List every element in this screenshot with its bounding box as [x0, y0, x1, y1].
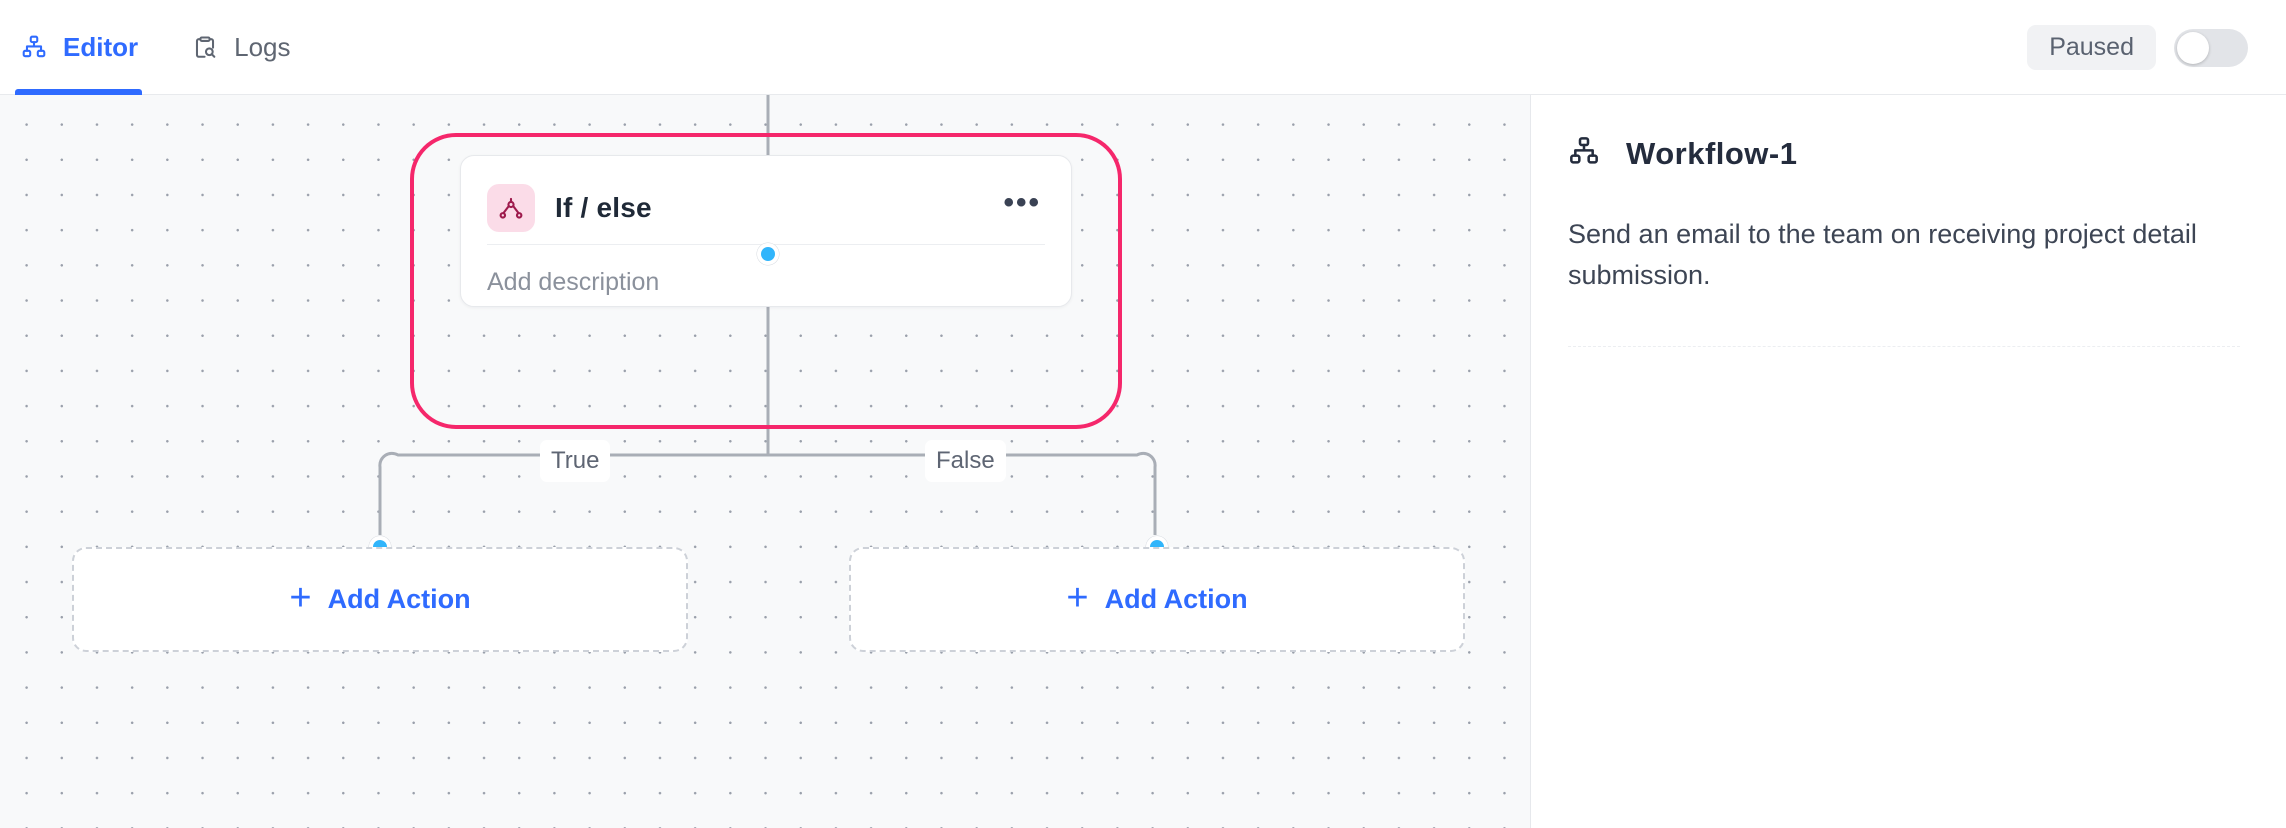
add-action-label: Add Action — [327, 584, 471, 614]
tab-bar: Editor Logs — [0, 0, 295, 95]
tab-logs[interactable]: Logs — [186, 0, 294, 94]
node-title: If / else — [555, 192, 652, 223]
tab-logs-label: Logs — [234, 31, 291, 62]
status-badge: Paused — [2027, 25, 2156, 70]
add-action-button-true[interactable]: + Add Action — [72, 547, 688, 652]
hierarchy-icon — [1568, 135, 1600, 172]
branch-icon — [487, 184, 535, 232]
tab-editor-label: Editor — [63, 31, 139, 62]
workflow-enable-toggle[interactable] — [2174, 28, 2248, 67]
node-if-else[interactable]: If / else ••• Add description — [460, 155, 1072, 307]
app-header: Editor Logs Paused — [0, 0, 2286, 95]
workflow-title: Workflow-1 — [1626, 135, 1798, 171]
workflow-description: Send an email to the team on receiving p… — [1568, 219, 2197, 291]
plus-icon: + — [289, 576, 312, 619]
add-action-button-false[interactable]: + Add Action — [849, 547, 1465, 652]
workflow-details-panel: Workflow-1 Send an email to the team on … — [1532, 95, 2286, 828]
panel-header: Workflow-1 — [1568, 135, 2240, 172]
tab-editor[interactable]: Editor — [15, 0, 143, 95]
node-header: If / else ••• — [487, 178, 1045, 238]
panel-divider — [1568, 346, 2240, 348]
connector-wires — [378, 95, 1157, 535]
branch-label-false: False — [925, 440, 1006, 482]
node-input-port[interactable] — [757, 243, 779, 265]
node-description-input[interactable]: Add description — [487, 268, 660, 296]
hierarchy-icon — [19, 32, 49, 62]
toggle-knob — [2177, 31, 2209, 64]
add-action-label: Add Action — [1104, 584, 1248, 614]
clipboard-search-icon — [190, 32, 220, 62]
workflow-canvas[interactable]: If / else ••• Add description True False… — [0, 95, 1531, 828]
header-actions: Paused — [2027, 0, 2248, 95]
node-more-menu-button[interactable]: ••• — [1003, 186, 1041, 219]
plus-icon: + — [1066, 576, 1089, 619]
branch-label-true: True — [540, 440, 611, 482]
